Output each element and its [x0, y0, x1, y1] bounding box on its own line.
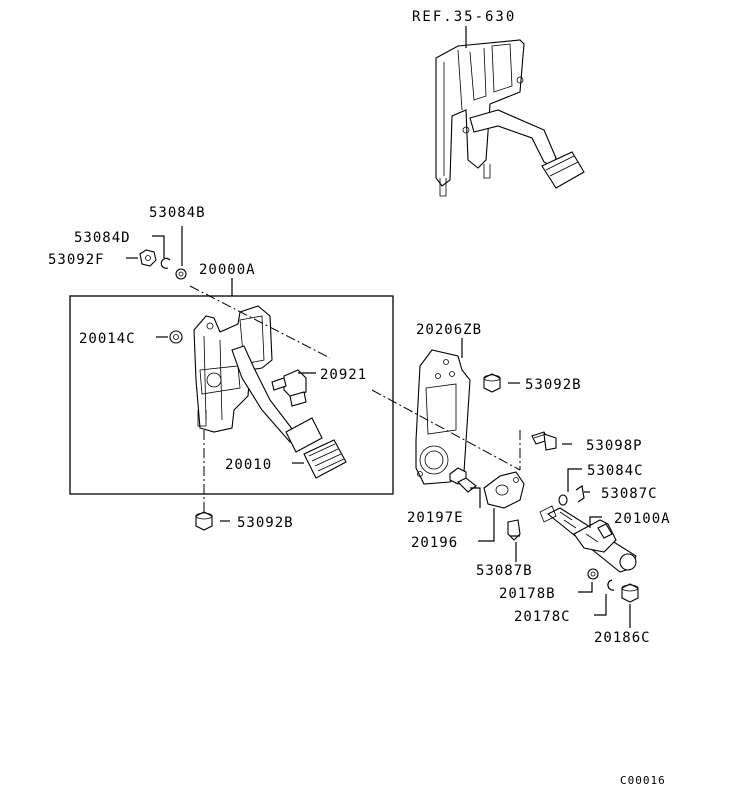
bracket-plate-20206zb — [415, 349, 471, 485]
callout-53087b: 53087B — [476, 563, 533, 579]
clip-53084d — [160, 257, 171, 269]
callout-53084b: 53084B — [149, 205, 206, 221]
callout-53092b-lower: 53092B — [237, 515, 294, 531]
bolt-20197e — [449, 467, 477, 493]
callout-20186c: 20186C — [594, 630, 651, 646]
callout-20197e: 20197E — [407, 510, 464, 526]
alignment-line-2 — [371, 389, 521, 471]
washer-20178b — [587, 568, 599, 580]
nut-20186c — [621, 583, 639, 603]
callout-53092f: 53092F — [48, 252, 105, 268]
callout-20000a: 20000A — [199, 262, 256, 278]
clip-53087c — [575, 484, 585, 503]
master-cylinder-20100a — [539, 505, 637, 573]
washer-53084c — [558, 494, 568, 506]
callout-53087c: 53087C — [601, 486, 658, 502]
callout-53084c: 53084C — [587, 463, 644, 479]
alignment-line-1 — [189, 285, 331, 359]
nut-53092f — [139, 249, 157, 267]
clutch-pedal — [231, 345, 323, 453]
callout-53084d: 53084D — [74, 230, 131, 246]
callout-53092b-right: 53092B — [525, 377, 582, 393]
callout-20010: 20010 — [225, 457, 272, 473]
figure-code: C00016 — [620, 774, 666, 787]
callout-20178c: 20178C — [514, 609, 571, 625]
pedal-bracket — [193, 305, 273, 433]
nut-20014c — [169, 330, 183, 344]
leader-lines — [126, 226, 631, 628]
yoke-20196 — [483, 471, 525, 509]
clip-20178c — [607, 579, 615, 591]
bolt-53098p — [531, 431, 557, 451]
reference-pedal-bracket — [435, 26, 585, 197]
nut-53092b-right — [483, 373, 501, 393]
callout-20100a: 20100A — [614, 511, 671, 527]
pedal-pad — [303, 439, 347, 479]
washer-53084b — [175, 268, 187, 280]
reference-label: REF.35-630 — [412, 9, 516, 25]
callout-53098p: 53098P — [586, 438, 643, 454]
callout-20014c: 20014C — [79, 331, 136, 347]
callout-20206zb: 20206ZB — [416, 322, 482, 338]
switch-part — [271, 369, 307, 407]
nut-53092b-lower — [195, 511, 213, 531]
pin-53087b — [507, 519, 521, 541]
callout-20921: 20921 — [320, 367, 367, 383]
callout-20196: 20196 — [411, 535, 458, 551]
callout-20178b: 20178B — [499, 586, 556, 602]
